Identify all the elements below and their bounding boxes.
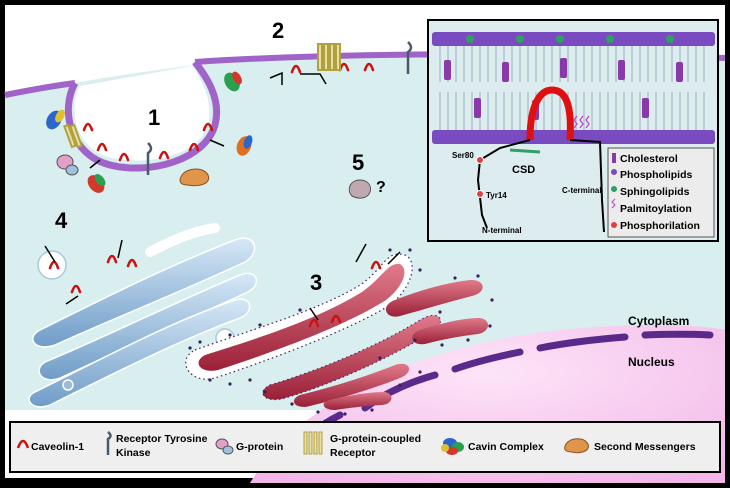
membrane-inset: Ser80 Tyr14 CSD N-terminal C-terminal Ch…	[427, 19, 719, 242]
legend-gpcr-line2: Receptor	[330, 447, 376, 459]
cholesterol-swatch	[612, 153, 616, 163]
legend-messenger-icon	[564, 438, 589, 454]
ser80-label: Ser80	[452, 151, 474, 160]
legend-rtk-line1: Receptor Tyrosine	[116, 433, 208, 445]
palmitoylation-swatch	[611, 198, 616, 209]
key-sphingolipids: Sphingolipids	[620, 186, 690, 198]
label-1: 1	[148, 105, 160, 130]
tyr14-label: Tyr14	[486, 191, 507, 200]
phosphorilation-swatch	[611, 222, 617, 228]
cytoplasm-label: Cytoplasm	[628, 314, 689, 328]
caveolin-anchors	[44, 71, 401, 321]
second-messenger	[179, 168, 210, 187]
label-2: 2	[272, 18, 284, 43]
legend-gprotein-icon	[215, 438, 234, 455]
tyr14-phospho	[476, 190, 484, 198]
question-mark: ?	[376, 179, 386, 196]
sphingolipid-swatch	[611, 186, 617, 192]
legend-caveolin: Caveolin-1	[31, 441, 84, 453]
ser80-phospho	[476, 156, 484, 164]
key-palmitoylation: Palmitoylation	[620, 203, 692, 215]
csd-label: CSD	[512, 164, 535, 176]
legend-messengers: Second Messengers	[594, 441, 696, 453]
endoplasmic-reticulum	[185, 248, 494, 416]
csd-segment	[509, 148, 541, 154]
receptor-tyrosine-kinases	[146, 41, 413, 175]
label-3: 3	[310, 270, 322, 295]
legend-gprotein: G-protein	[236, 441, 283, 453]
palmitoylation-marks	[573, 115, 590, 129]
g-protein	[56, 154, 79, 176]
key-phosphorilation: Phosphorilation	[620, 220, 700, 232]
phospholipid-swatch	[611, 169, 617, 175]
bottom-legend: Caveolin-1 Receptor Tyrosine Kinase G-pr…	[9, 421, 721, 473]
legend-cavin: Cavin Complex	[468, 441, 544, 453]
key-phospholipids: Phospholipids	[620, 169, 692, 181]
c-terminal-tail	[569, 139, 605, 233]
label-4: 4	[55, 208, 68, 233]
label-5: 5	[352, 150, 364, 175]
legend-cavin-icon	[441, 438, 464, 455]
caveolin-hairpin-inset	[526, 86, 574, 141]
c-terminal-label: C-terminal	[562, 186, 602, 195]
cavin-complexes	[46, 71, 253, 193]
nucleus-label: Nucleus	[628, 355, 675, 369]
legend-rtk-line2: Kinase	[116, 447, 151, 459]
n-terminal-label: N-terminal	[482, 226, 522, 235]
plasma-membrane-left	[4, 80, 76, 98]
caveola-lumen	[74, 66, 210, 161]
n-terminal-tail	[476, 139, 531, 229]
legend-caveolin-icon	[16, 439, 30, 449]
key-cholesterol: Cholesterol	[620, 153, 678, 165]
legend-gpcr-icon	[303, 431, 323, 455]
cholesterol-blocks	[444, 58, 683, 120]
inset-key-box	[607, 147, 715, 238]
gpcr-receptors	[63, 43, 341, 149]
legend-gpcr-line1: G-protein-coupled	[330, 433, 421, 445]
legend-rtk-icon	[106, 431, 112, 455]
unknown-partner	[348, 179, 371, 199]
